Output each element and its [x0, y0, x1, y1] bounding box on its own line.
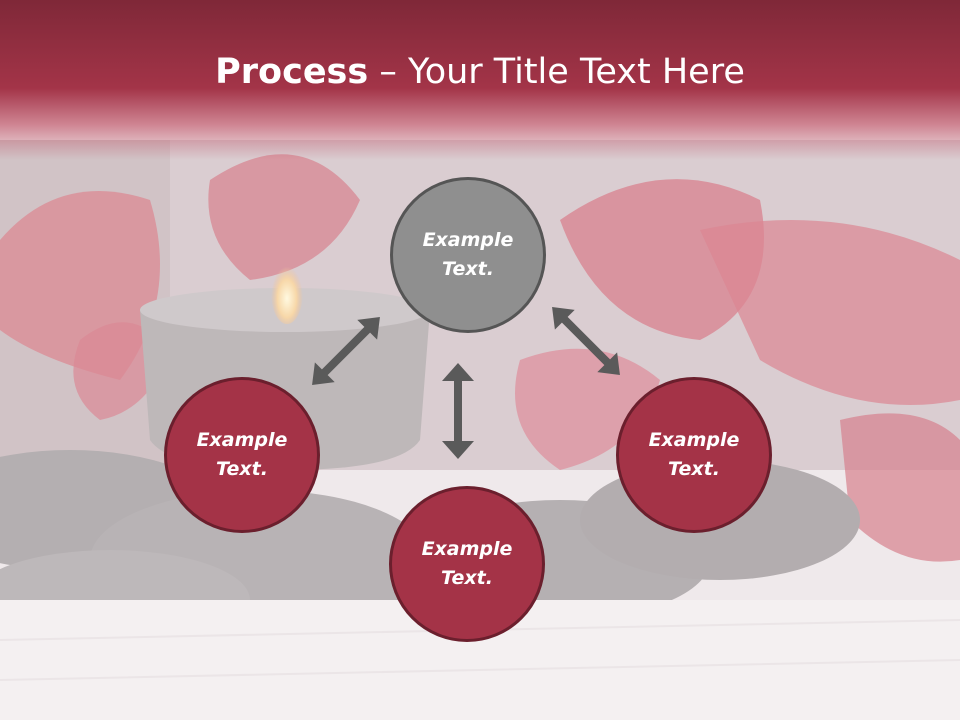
title-bold: Process: [215, 52, 369, 92]
title-rest: – Your Title Text Here: [368, 52, 745, 92]
title-bar: [0, 0, 960, 160]
bottom-node-label: Example Text.: [421, 538, 513, 589]
center-node-label: Example Text.: [422, 229, 514, 280]
left-node: Example Text.: [164, 377, 320, 533]
center-node: Example Text.: [390, 177, 546, 333]
slide-title: Process – Your Title Text Here: [0, 52, 960, 92]
right-node: Example Text.: [616, 377, 772, 533]
left-node-label: Example Text.: [196, 429, 288, 480]
bottom-node: Example Text.: [389, 486, 545, 642]
right-node-label: Example Text.: [648, 429, 740, 480]
